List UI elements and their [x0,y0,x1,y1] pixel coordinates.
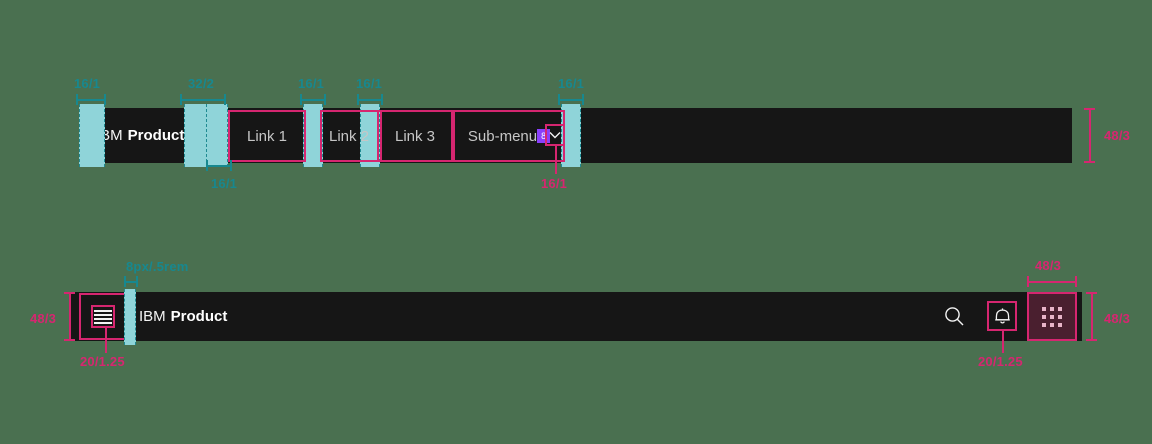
annotation-label-b4: 48/3 [1035,258,1062,273]
annotation-label-b3: 20/1.25 [80,354,125,369]
spacer-between-link2-link3 [360,104,380,167]
annotation-ruler-t6 [558,94,584,105]
annotation-ruler-b6 [1086,292,1097,341]
annotation-leader-b3 [105,328,107,353]
bottom-nav-bar [70,292,1082,341]
annotation-label-t3: 16/1 [211,176,238,191]
spacer-left-edge [79,104,105,167]
annotation-leader-t7 [555,146,557,174]
spacer-after-menu-button [124,289,136,345]
annotation-label-b2: 48/3 [30,311,57,326]
annotation-ruler-t8 [1084,108,1095,163]
link-3-box[interactable] [377,110,453,162]
link-2-box[interactable] [320,110,382,162]
hamburger-bars [93,309,112,324]
chevron-down-icon [545,124,565,146]
annotation-label-t1: 16/1 [74,76,101,91]
link-1-box[interactable] [228,110,306,162]
link-2-label: Link 2 [328,127,370,145]
search-icon[interactable] [938,300,970,332]
annotation-ruler-t5 [357,94,383,105]
submenu-chevron-box[interactable] [545,124,565,146]
annotation-leader-b5 [1002,330,1004,353]
annotation-ruler-b4 [1027,276,1077,287]
bottom-nav-brand[interactable]: IBM Product [139,292,227,341]
brand-prefix: IBM [139,308,166,325]
annotation-label-t2: 32/2 [188,76,215,91]
annotation-ruler-b1 [124,276,138,287]
annotation-label-b1: 8px/.5rem [126,259,189,274]
annotation-label-t7: 16/1 [541,176,568,191]
annotation-ruler-t3 [206,160,232,171]
annotation-label-t5: 16/1 [356,76,383,91]
spacer-between-link1-link2 [303,104,323,167]
link-3-label: Link 3 [394,127,436,145]
annotation-ruler-t4 [300,94,326,105]
annotation-ruler-t2 [180,94,226,105]
annotation-label-b5: 20/1.25 [978,354,1023,369]
brand-name: Product [170,308,228,325]
brand-name: Product [127,127,185,144]
app-switcher-box[interactable] [1027,292,1077,341]
submenu-label: Sub-menu [467,127,538,145]
annotation-label-t4: 16/1 [298,76,325,91]
app-switcher-tile[interactable] [1027,292,1077,341]
spacer-after-submenu [561,104,581,167]
spacer-before-link1 [206,104,228,167]
annotation-label-t8: 48/3 [1104,128,1131,143]
app-switcher-icon [1042,306,1062,327]
hamburger-menu-icon[interactable] [79,293,126,340]
notification-bell-icon[interactable] [987,301,1017,331]
annotation-label-b6: 48/3 [1104,311,1131,326]
link-1-label: Link 1 [246,127,288,145]
annotation-ruler-b2 [64,292,75,341]
annotation-ruler-t1 [76,94,106,105]
annotation-label-t6: 16/1 [558,76,585,91]
top-nav-brand[interactable]: IBM Product [96,108,184,163]
